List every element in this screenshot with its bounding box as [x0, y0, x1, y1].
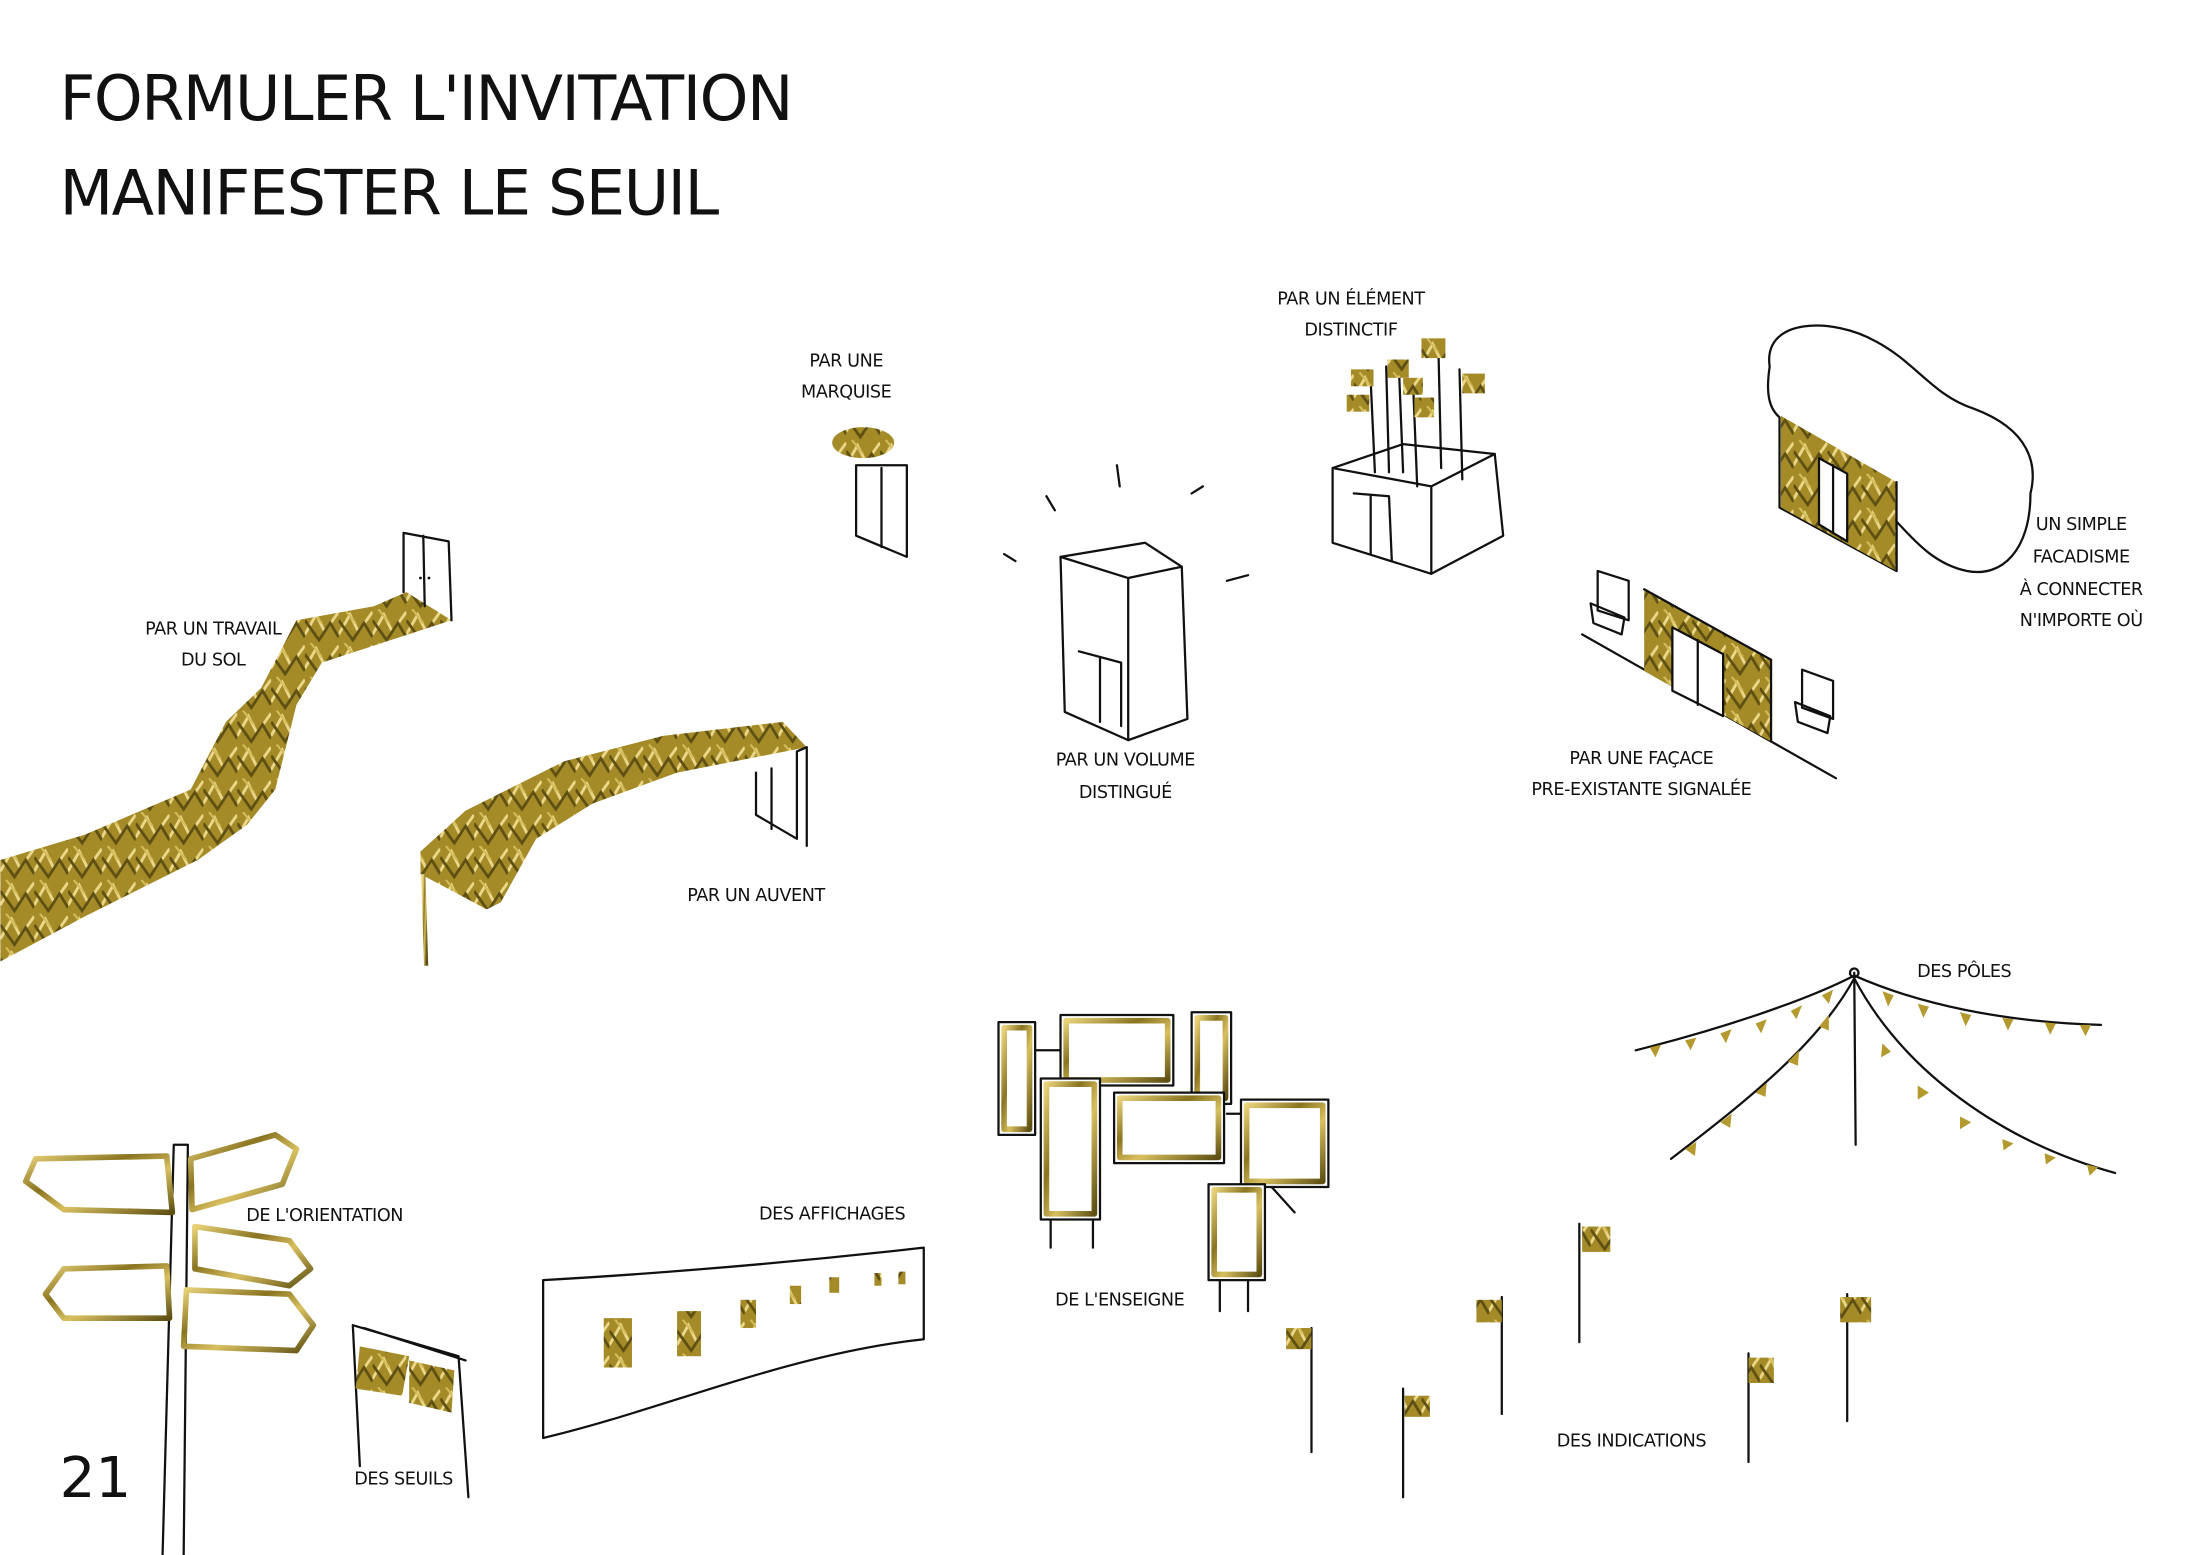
distinct-volume-illustration	[1003, 464, 1250, 742]
thresholds-illustration	[351, 1324, 470, 1499]
label-facadisme-3: À CONNECTER	[2020, 578, 2143, 600]
label-volume-2: DISTINGUÉ	[1079, 781, 1172, 803]
label-element-2: DISTINCTIF	[1304, 321, 1397, 341]
existing-facade-illustration	[1581, 569, 1838, 780]
floor-path-illustration	[0, 531, 453, 962]
label-indications: DES INDICATIONS	[1557, 1431, 1707, 1451]
label-element-1: PAR UN ÉLÉMENT	[1277, 288, 1425, 310]
billboard-wall-illustration	[542, 1246, 925, 1440]
label-facadisme-2: FACADISME	[2033, 548, 2130, 568]
facadism-illustration	[1766, 324, 2034, 574]
label-travail-sol-1: PAR UN TRAVAIL	[145, 619, 282, 639]
label-poles: DES PÔLES	[1917, 960, 2011, 982]
label-facade-1: PAR UNE FAÇACE	[1569, 749, 1713, 769]
signboards-illustration	[997, 1011, 1330, 1313]
label-travail-sol-2: DU SOL	[181, 650, 246, 670]
flag-cube-illustration	[1331, 338, 1505, 575]
label-auvent: PAR UN AUVENT	[687, 886, 825, 906]
label-seuils: DES SEUILS	[354, 1470, 453, 1490]
label-marquise-1: PAR UNE	[809, 352, 883, 372]
signpost-illustration	[22, 1132, 317, 1555]
label-facade-2: PRE-EXISTANTE SIGNALÉE	[1531, 778, 1751, 800]
label-affichages: DES AFFICHAGES	[759, 1204, 906, 1224]
title-line-1: FORMULER L'INVITATION	[60, 62, 792, 135]
label-enseigne: DE L'ENSEIGNE	[1055, 1290, 1184, 1310]
label-facadisme-1: UN SIMPLE	[2036, 515, 2127, 535]
title-line-2: MANIFESTER LE SEUIL	[60, 156, 720, 229]
awning-illustration	[420, 721, 808, 980]
flags-illustration	[1286, 1222, 1872, 1499]
poles-bunting-illustration	[1634, 967, 2117, 1176]
marquee-illustration	[832, 427, 908, 558]
label-volume-1: PAR UN VOLUME	[1056, 751, 1195, 771]
label-facadisme-4: N'IMPORTE OÙ	[2020, 609, 2143, 631]
page-number: 21	[60, 1446, 132, 1511]
label-orientation: DE L'ORIENTATION	[246, 1206, 403, 1226]
label-marquise-2: MARQUISE	[801, 383, 891, 403]
